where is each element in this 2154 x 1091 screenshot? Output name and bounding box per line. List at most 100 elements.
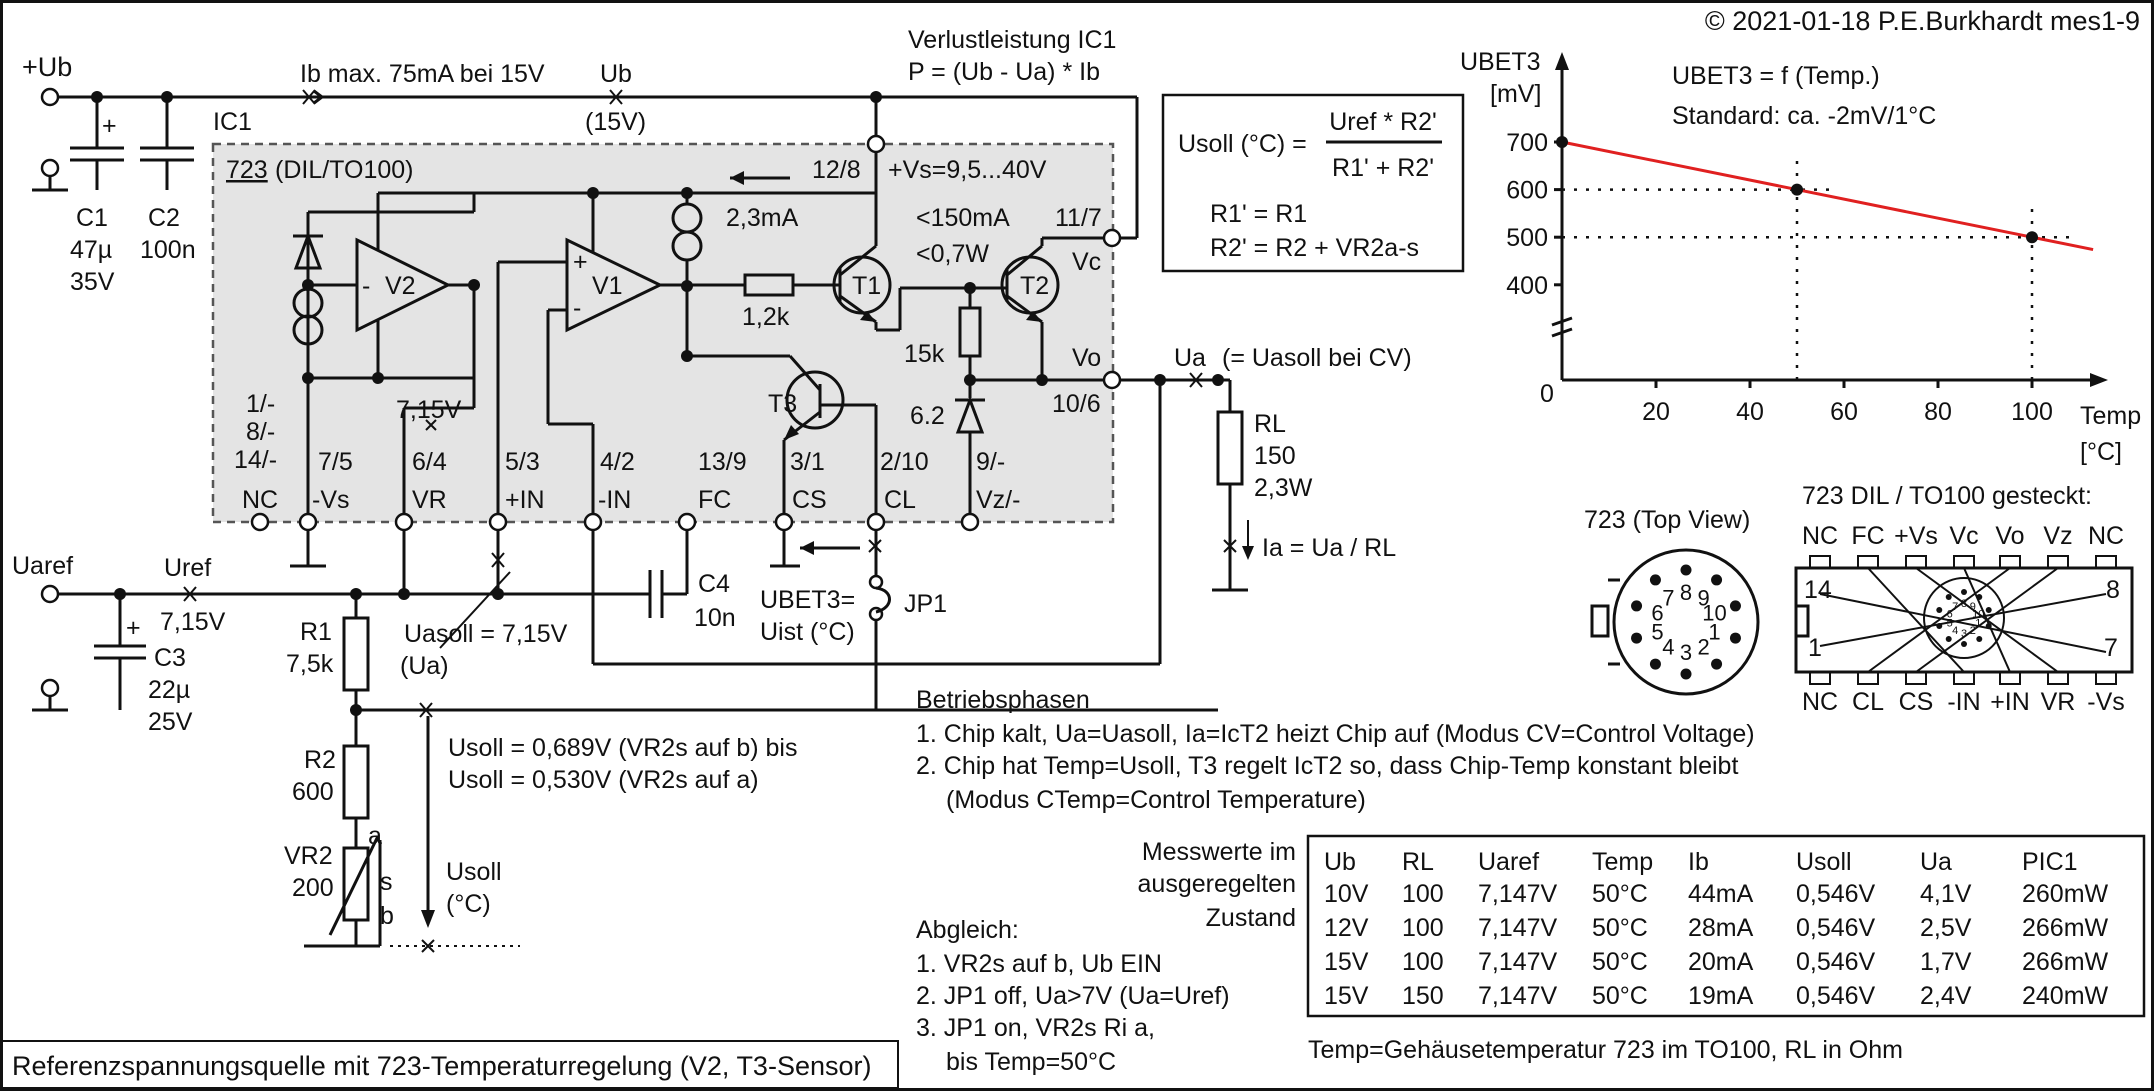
table-cell: 44mA bbox=[1688, 880, 1754, 908]
table-cell: 100 bbox=[1402, 880, 1444, 908]
pin-num-cl: 2/10 bbox=[880, 448, 929, 476]
chart-zero: 0 bbox=[1540, 380, 1554, 408]
dil-top-label: Vo bbox=[1995, 522, 2024, 550]
table-cell: 28mA bbox=[1688, 914, 1754, 942]
pin-name-minus-in: -IN bbox=[598, 486, 631, 514]
c4-label: C4 bbox=[698, 570, 730, 598]
dil-pin bbox=[1857, 671, 1879, 685]
pin-number: 8 bbox=[1680, 580, 1692, 605]
table-cell: 50°C bbox=[1592, 982, 1648, 1010]
x-tick-label: 80 bbox=[1924, 398, 1952, 426]
pin-dot bbox=[1631, 600, 1643, 612]
abgleich-title: Abgleich: bbox=[916, 916, 1019, 944]
inner-pin-number: 10 bbox=[1972, 608, 1984, 620]
y-tick-label: 700 bbox=[1506, 129, 1548, 157]
power-formula: P = (Ub - Ua) * Ib bbox=[908, 58, 1100, 86]
nc-pin-8: 8/- bbox=[246, 418, 275, 446]
phases-title: Betriebsphasen bbox=[916, 686, 1090, 714]
table-cell: 266mW bbox=[2022, 914, 2109, 942]
phase-1: 1. Chip kalt, Ua=Uasoll, Ia=IcT2 heizt C… bbox=[916, 720, 1755, 748]
vc-pin-number: 11/7 bbox=[1055, 204, 1102, 232]
dil-pin bbox=[1999, 671, 2021, 685]
inner-pin-dot bbox=[1985, 623, 1992, 630]
dil-wire bbox=[1867, 567, 1965, 673]
wiper-s: s bbox=[380, 868, 393, 896]
table-cell: 12V bbox=[1324, 914, 1369, 942]
table-cell: 0,546V bbox=[1796, 982, 1876, 1010]
table-header: RL bbox=[1402, 848, 1434, 876]
c3-label: C3 bbox=[154, 644, 186, 672]
usoll-c-label: Usoll bbox=[446, 858, 502, 886]
ua-label: Ua bbox=[1174, 344, 1206, 372]
uref-label: Uref bbox=[164, 554, 211, 582]
vs-pin-number: 12/8 bbox=[812, 156, 861, 184]
pin-dot bbox=[1729, 600, 1741, 612]
topview-title: 723 (Top View) bbox=[1584, 506, 1750, 534]
inner-pin-number: 8 bbox=[1961, 598, 1967, 610]
r1-value: 7,5k bbox=[286, 650, 334, 678]
pin-name-cs: CS bbox=[792, 486, 827, 514]
ib-note: Ib max. 75mA bei 15V bbox=[300, 60, 545, 88]
svg-text:-: - bbox=[573, 294, 581, 322]
dil-pin bbox=[1905, 555, 1927, 569]
table-cell: 1,7V bbox=[1920, 948, 1972, 976]
vs-range: +Vs=9,5...40V bbox=[888, 156, 1047, 184]
inner-pin-dot bbox=[1985, 606, 1992, 613]
transistor-t3 bbox=[785, 370, 845, 430]
ua-note: (= Uasoll bei CV) bbox=[1222, 344, 1412, 372]
table-header: Uaref bbox=[1478, 848, 1539, 876]
table-cell: 15V bbox=[1324, 982, 1369, 1010]
c3-voltage: 25V bbox=[148, 708, 193, 736]
pin-dot bbox=[1729, 632, 1741, 644]
dil-bottom-label: NC bbox=[1802, 688, 1838, 716]
table-cell: 50°C bbox=[1592, 880, 1648, 908]
uaref-label: Uaref bbox=[12, 552, 73, 580]
x-tick-label: 60 bbox=[1830, 398, 1858, 426]
pin-number: 10 bbox=[1702, 601, 1726, 626]
chart-ylabel: UBET3 bbox=[1460, 48, 1541, 76]
pin-number: 4 bbox=[1662, 634, 1674, 659]
dil-bottom-label: +IN bbox=[1990, 688, 2030, 716]
table-cell: 0,546V bbox=[1796, 914, 1876, 942]
c1-voltage: 35V bbox=[70, 268, 115, 296]
pin-num-vz: 9/- bbox=[976, 448, 1005, 476]
pin-dot bbox=[1649, 658, 1661, 670]
caption-box bbox=[1, 1040, 899, 1089]
table-cell: 150 bbox=[1402, 982, 1444, 1010]
pin-name-vz: Vz/- bbox=[976, 486, 1020, 514]
dil-top-label: FC bbox=[1851, 522, 1884, 550]
measure-footnote: Temp=Gehäusetemperatur 723 im TO100, RL … bbox=[1308, 1036, 1903, 1064]
c1-label: C1 bbox=[76, 204, 108, 232]
dil-pin bbox=[2047, 671, 2069, 685]
dil-top-label: NC bbox=[1802, 522, 1838, 550]
pin-number: 3 bbox=[1680, 640, 1692, 665]
dil-bottom-label: -Vs bbox=[2087, 688, 2125, 716]
dil-pin bbox=[1953, 555, 1975, 569]
x-tick-label: 40 bbox=[1736, 398, 1764, 426]
uaref-terminal bbox=[40, 584, 60, 604]
pin-number: 1 bbox=[1708, 619, 1720, 644]
dil-pin bbox=[1857, 555, 1879, 569]
inner-pin-number: 3 bbox=[1961, 628, 1967, 640]
dil-bottom-label: -IN bbox=[1947, 688, 1980, 716]
t3-label: T3 bbox=[768, 390, 797, 418]
y-tick-label: 400 bbox=[1506, 272, 1548, 300]
dil-pin bbox=[2095, 671, 2117, 685]
opamp-v2 bbox=[355, 237, 452, 333]
pin-num-fc: 13/9 bbox=[698, 448, 747, 476]
pin-dot bbox=[1680, 564, 1692, 576]
pin-name-cl: CL bbox=[884, 486, 916, 514]
uasoll-sub: (Ua) bbox=[400, 652, 449, 680]
ub-terminal bbox=[40, 87, 60, 107]
chip-723-box bbox=[211, 142, 1115, 524]
caption: Referenzspannungsquelle mit 723-Temperat… bbox=[12, 1051, 871, 1081]
c3-value: 22µ bbox=[148, 676, 190, 704]
usoll-a-text: Usoll = 0,530V (VR2s auf a) bbox=[448, 766, 759, 794]
chip-title: 723 bbox=[226, 156, 268, 184]
ub-probe-value: (15V) bbox=[585, 108, 646, 136]
r2-value: 600 bbox=[292, 778, 334, 806]
table-cell: 7,147V bbox=[1478, 914, 1558, 942]
table-cell: 50°C bbox=[1592, 948, 1648, 976]
